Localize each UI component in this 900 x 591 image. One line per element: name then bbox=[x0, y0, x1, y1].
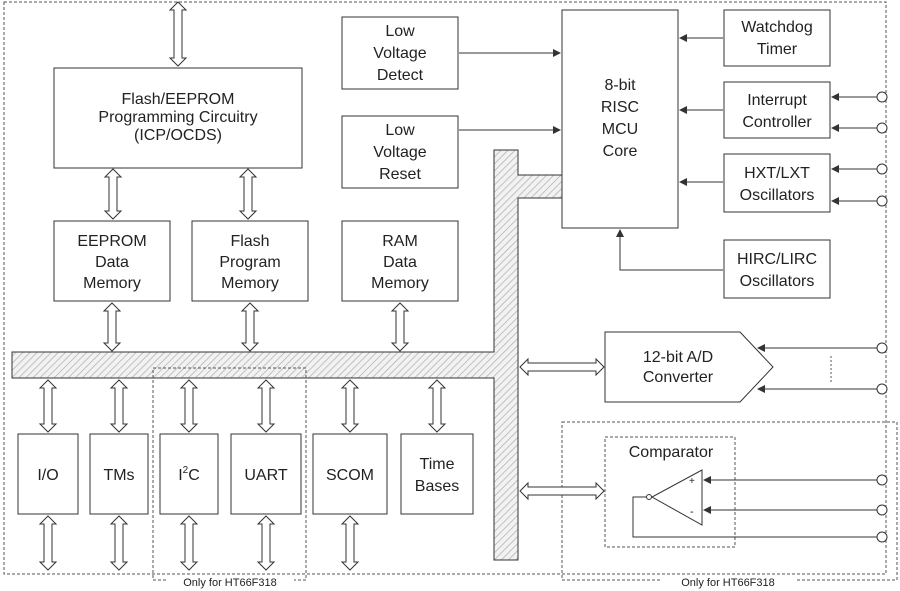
interrupt-core-arrowhead bbox=[679, 106, 687, 114]
flash-icp-line2: Programming Circuitry bbox=[98, 109, 257, 126]
comparator-plus: + bbox=[689, 476, 695, 487]
i2c-label: I2C bbox=[178, 465, 200, 484]
hxt-core-arrowhead bbox=[679, 178, 687, 186]
comparator-optional-region bbox=[561, 421, 898, 581]
interrupt-line2: Controller bbox=[742, 114, 812, 131]
hxt-line1: HXT/LXT bbox=[744, 165, 810, 182]
hirc-lirc-block bbox=[723, 239, 831, 299]
hirc-core-arrowhead bbox=[616, 229, 624, 237]
watchdog-core-arrowhead bbox=[679, 34, 687, 42]
hxt-pin-1 bbox=[876, 163, 888, 175]
lvd-line3: Detect bbox=[377, 67, 424, 84]
mcu-line3: MCU bbox=[602, 121, 638, 138]
interrupt-block bbox=[723, 81, 831, 139]
comparator-symbol bbox=[650, 469, 703, 526]
flash-line1: Flash bbox=[230, 233, 269, 250]
flash-line3: Memory bbox=[221, 275, 279, 292]
interrupt-line1: Interrupt bbox=[747, 92, 807, 109]
comparator-out-pin bbox=[876, 531, 888, 543]
io-label: I/O bbox=[37, 467, 58, 484]
hirc-line2: Oscillators bbox=[740, 273, 815, 290]
hxt-lxt-block bbox=[723, 153, 831, 213]
mcu-line4: Core bbox=[603, 143, 638, 160]
icp-eeprom-arrow bbox=[103, 168, 123, 220]
flash-icp-line1: Flash/EEPROM bbox=[122, 91, 235, 108]
adc-line2: Converter bbox=[643, 369, 714, 386]
watchdog-block bbox=[723, 9, 831, 67]
uart-label: UART bbox=[244, 467, 287, 484]
timebases-block bbox=[400, 433, 474, 515]
flash-bus-arrow bbox=[240, 302, 260, 352]
peripheral-external-arrows bbox=[38, 515, 360, 571]
flash-memory-block bbox=[191, 220, 309, 302]
bus-peripheral-arrows bbox=[38, 379, 447, 433]
lvd-block bbox=[341, 16, 459, 90]
flash-icp-block bbox=[53, 67, 303, 169]
ram-line2: Data bbox=[383, 254, 417, 271]
mcu-line1: 8-bit bbox=[604, 77, 636, 94]
eeprom-line3: Memory bbox=[83, 275, 141, 292]
eeprom-bus-arrow bbox=[102, 302, 122, 352]
io-block bbox=[17, 433, 79, 515]
flash-icp-line3: (ICP/OCDS) bbox=[134, 127, 222, 144]
eeprom-line2: Data bbox=[95, 254, 129, 271]
lvr-line1: Low bbox=[385, 122, 415, 139]
lvd-line1: Low bbox=[385, 23, 415, 40]
eeprom-memory-block bbox=[53, 220, 171, 302]
timebases-line1: Time bbox=[420, 456, 455, 473]
lvr-core-arrowhead bbox=[553, 126, 561, 134]
comparator-inner-region bbox=[604, 436, 736, 548]
watchdog-line2: Timer bbox=[757, 41, 798, 58]
comparator-minus: - bbox=[690, 506, 694, 518]
interrupt-pin-2 bbox=[876, 122, 888, 134]
hxt-line2: Oscillators bbox=[740, 187, 815, 204]
bus-adc-arrow bbox=[519, 357, 605, 377]
icp-external-arrow bbox=[168, 1, 188, 67]
icp-flash-arrow bbox=[238, 168, 258, 220]
scom-label: SCOM bbox=[326, 467, 374, 484]
ram-line3: Memory bbox=[371, 275, 429, 292]
mcu-core-block bbox=[561, 9, 679, 229]
lvd-line2: Voltage bbox=[373, 45, 426, 62]
bus-comparator-arrow bbox=[519, 481, 605, 501]
ram-line1: RAM bbox=[382, 233, 418, 250]
comparator-output-bubble bbox=[646, 494, 652, 500]
comparator-note: Only for HT66F318 bbox=[681, 577, 775, 589]
tms-block bbox=[89, 433, 149, 515]
hirc-line1: HIRC/LIRC bbox=[737, 251, 817, 268]
tms-label: TMs bbox=[103, 467, 134, 484]
mcu-line2: RISC bbox=[601, 99, 639, 116]
chip-boundary bbox=[3, 1, 887, 575]
lvr-block bbox=[341, 115, 459, 189]
ram-bus-arrow bbox=[390, 302, 410, 352]
adc-line1: 12-bit A/D bbox=[643, 349, 713, 366]
comparator-pin-minus bbox=[876, 504, 888, 516]
interrupt-pin-1 bbox=[876, 91, 888, 103]
comparator-title: Comparator bbox=[629, 444, 714, 461]
lvr-line3: Reset bbox=[379, 166, 421, 183]
watchdog-line1: Watchdog bbox=[741, 19, 812, 36]
eeprom-line1: EEPROM bbox=[77, 233, 146, 250]
adc-block bbox=[604, 331, 774, 403]
uart-block bbox=[230, 433, 302, 515]
scom-block bbox=[312, 433, 388, 515]
i2c-uart-note: Only for HT66F318 bbox=[183, 577, 277, 589]
lvr-line2: Voltage bbox=[373, 144, 426, 161]
i2c-block bbox=[159, 433, 219, 515]
adc-pin-2 bbox=[876, 383, 888, 395]
hxt-pin-2 bbox=[876, 195, 888, 207]
flash-line2: Program bbox=[219, 254, 280, 271]
ram-memory-block bbox=[341, 220, 459, 302]
comparator-pin-plus bbox=[876, 474, 888, 486]
adc-pin-1 bbox=[876, 342, 888, 354]
lvd-core-arrowhead bbox=[553, 49, 561, 57]
timebases-line2: Bases bbox=[415, 478, 459, 495]
